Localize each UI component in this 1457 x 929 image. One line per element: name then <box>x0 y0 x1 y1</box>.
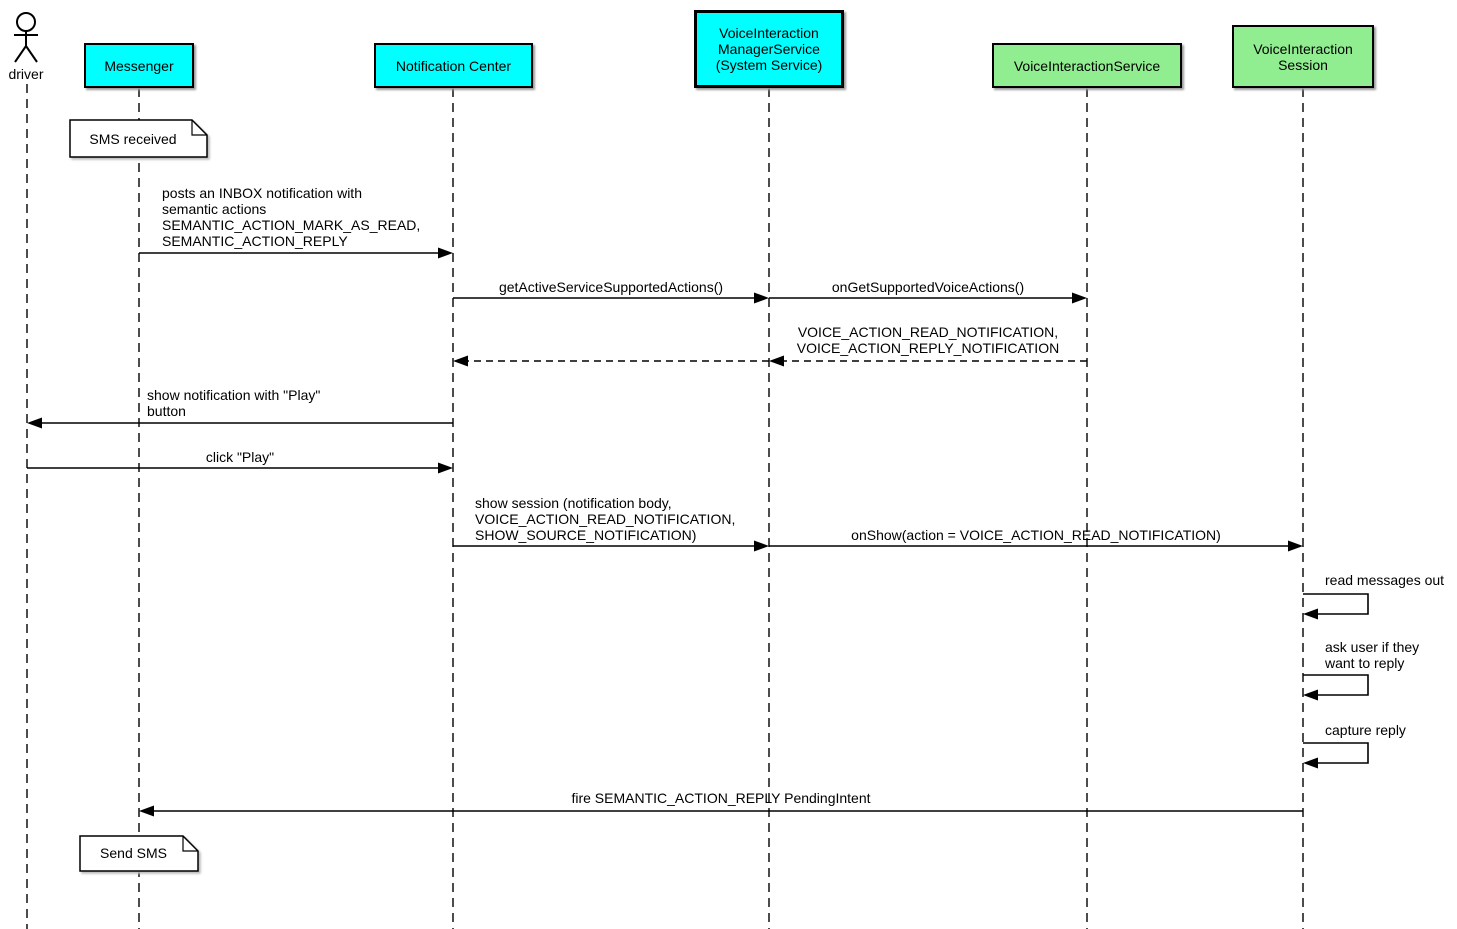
arrow-on-show <box>769 540 1303 552</box>
arrow-show-session <box>453 540 769 552</box>
arrow-return-to-notification-center <box>453 355 769 367</box>
note-sms-received <box>69 119 208 158</box>
participant-notification-center: Notification Center <box>374 43 533 88</box>
arrow-click-play <box>27 462 453 474</box>
arrow-self-ask-user <box>1303 674 1369 701</box>
message-ask-user-label: ask user if they want to reply <box>1325 639 1420 671</box>
message-click-play-label: click "Play" <box>205 449 275 465</box>
message-post-inbox-label: posts an INBOX notification with semanti… <box>162 185 421 249</box>
message-return-voice-actions-label: VOICE_ACTION_READ_NOTIFICATION, VOICE_AC… <box>796 324 1060 356</box>
participant-voice-interaction-session: VoiceInteraction Session <box>1232 25 1374 88</box>
arrow-fire-pending-intent <box>139 805 1303 817</box>
message-fire-pending-intent-label: fire SEMANTIC_ACTION_REPLY PendingIntent <box>571 790 871 806</box>
message-get-active-actions-label: getActiveServiceSupportedActions() <box>498 279 724 295</box>
actor-driver-icon <box>14 12 38 63</box>
arrow-return-voice-actions <box>769 355 1087 367</box>
message-read-messages-label: read messages out <box>1325 572 1445 588</box>
participant-voice-interaction-manager-service: VoiceInteraction ManagerService (System … <box>694 10 844 88</box>
lifelines <box>26 84 1304 929</box>
arrow-on-get-supported <box>769 292 1087 304</box>
arrow-post-inbox <box>139 247 453 259</box>
arrow-show-notification <box>27 417 453 429</box>
message-show-notification-label: show notification with "Play" button <box>147 387 321 419</box>
arrow-get-active-actions <box>453 292 769 304</box>
participant-messenger: Messenger <box>84 43 194 88</box>
message-show-session-label: show session (notification body, VOICE_A… <box>475 495 736 543</box>
message-on-get-supported-label: onGetSupportedVoiceActions() <box>831 279 1025 295</box>
arrow-self-capture-reply <box>1303 742 1369 769</box>
message-on-show-label: onShow(action = VOICE_ACTION_READ_NOTIFI… <box>851 527 1221 543</box>
note-send-sms-text: Send SMS <box>100 845 167 861</box>
actor-driver-label: driver <box>8 66 44 82</box>
arrow-self-read-messages <box>1303 593 1369 620</box>
message-capture-reply-label: capture reply <box>1325 722 1406 738</box>
participant-voice-interaction-service: VoiceInteractionService <box>992 43 1182 88</box>
note-sms-received-text: SMS received <box>89 131 177 147</box>
note-send-sms <box>79 835 199 872</box>
